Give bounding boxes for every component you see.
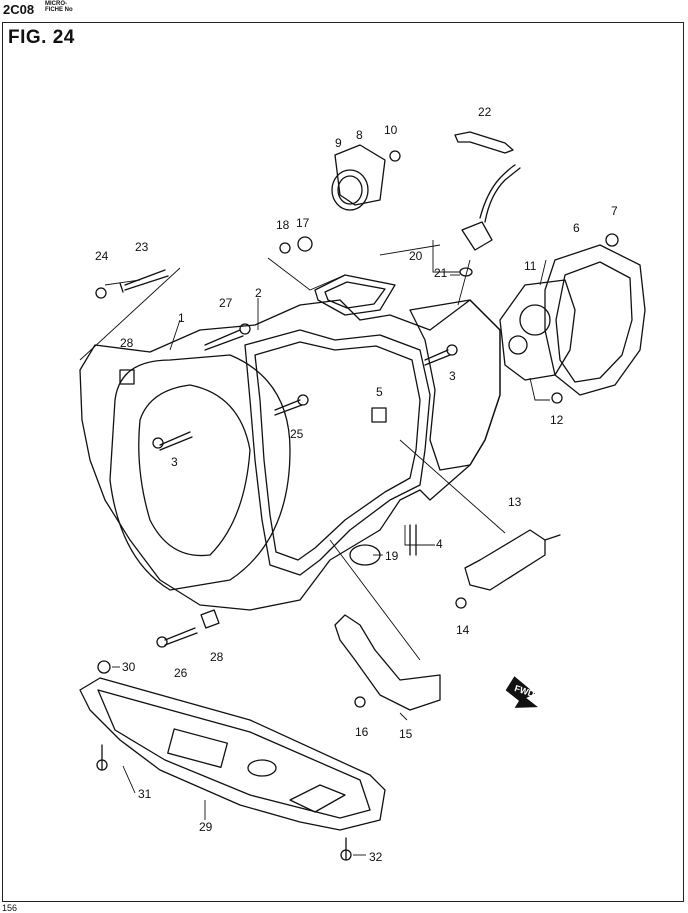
callout-32: 32 [369,850,383,864]
callout-29: 29 [199,820,213,834]
bolt-16 [354,696,366,708]
case-flange [244,329,431,576]
callout-14: 14 [456,623,470,637]
callout-25: 25 [290,427,304,441]
microfiche-label-line2: FICHE No [45,7,73,13]
callout-5: 5 [376,385,383,399]
bolt-12 [551,392,563,404]
cover-8 [334,144,386,206]
callout-10: 10 [384,123,398,137]
callout-7: 7 [611,204,618,218]
bracket-13 [464,529,546,591]
pin-5 [371,407,387,423]
callout-11: 11 [524,259,537,273]
callout-18: 18 [276,218,290,232]
callout-1: 1 [178,311,185,325]
rear-extension [409,299,501,471]
callout-21: 21 [434,266,448,280]
callout-31: 31 [138,787,152,801]
plug-17 [297,236,313,252]
bracket-22 [454,131,514,154]
bolt-10 [389,150,401,162]
callout-3a: 3 [449,369,456,383]
callout-6: 6 [573,221,580,235]
page-number: 156 [2,903,18,913]
washer-18 [279,242,291,254]
bolt-27 [204,329,244,351]
callout-26: 26 [174,666,188,680]
under-cover-29 [79,677,386,831]
top-cover-opening [314,274,396,316]
bellhousing-opening [109,354,291,591]
callout-13: 13 [508,495,522,509]
extension-housing [544,244,646,396]
callout-19: 19 [385,549,399,563]
callout-28a: 28 [120,336,134,350]
callout-12: 12 [550,413,564,427]
nut-30 [97,660,111,674]
stud-4 [409,524,417,556]
rear-gasket [499,279,576,381]
callout-23: 23 [135,240,149,254]
dowel-28 [200,609,220,629]
callout-9: 9 [335,136,342,150]
microfiche-label-line1: MICRO- [45,1,67,7]
figure-title: FIG. 24 [8,27,75,48]
callout-17: 17 [296,216,310,230]
callout-24: 24 [95,249,109,263]
callout-28b: 28 [210,650,224,664]
bolt-25 [274,399,303,416]
callout-4: 4 [436,537,443,551]
switch-20 [461,221,493,251]
figure-frame [2,22,684,902]
catalog-code: 2C08 [3,2,35,17]
bolt-3-lower [159,431,193,451]
callout-22: 22 [478,105,492,119]
bolt-3-upper [424,349,451,366]
callout-27: 27 [219,296,233,310]
callout-20: 20 [409,249,423,263]
bolt-23 [119,269,169,293]
bolt-7 [605,233,619,247]
forward-arrow: FWD [505,676,539,708]
callout-30: 30 [122,660,136,674]
bolt-26 [164,627,198,646]
callout-15: 15 [399,727,413,741]
callout-2: 2 [255,286,262,300]
callout-3b: 3 [171,455,178,469]
callout-8: 8 [356,128,363,142]
microfiche-label: MICRO- FICHE No [45,1,73,13]
bracket-15 [334,614,441,711]
bolt-14 [455,597,467,609]
callout-16: 16 [355,725,369,739]
